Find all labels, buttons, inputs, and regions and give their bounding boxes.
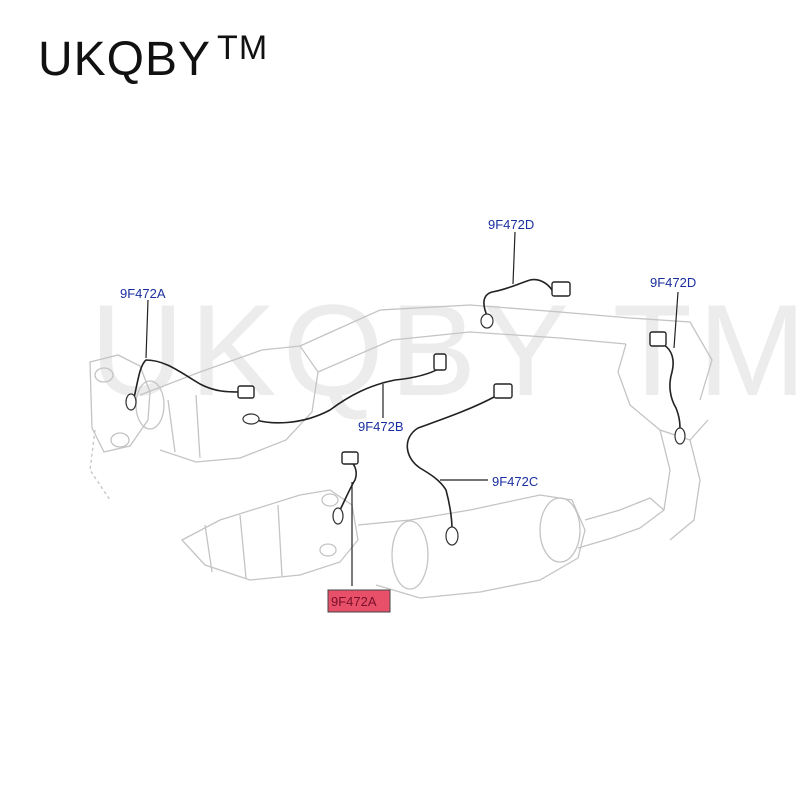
- connector-a-highlighted: [341, 451, 359, 465]
- connector-c: [493, 383, 513, 399]
- wire-sensor-b: [255, 367, 441, 424]
- watermark-text: UKQBY TM: [90, 277, 800, 423]
- connector-d-top: [551, 281, 571, 297]
- highlight-box-9f472a: [327, 589, 391, 613]
- leader-lines: [145, 231, 679, 586]
- label-9f472d-right: 9F472D: [650, 275, 696, 290]
- wire-sensor-a-left: [133, 359, 241, 399]
- sensor-wiring: [125, 278, 686, 546]
- sensor-d-right: [674, 427, 686, 445]
- wire-sensor-d-top: [483, 278, 553, 319]
- wire-sensor-c: [406, 395, 497, 531]
- brand-name: UKQBY: [38, 33, 212, 86]
- brand-tm: TM: [217, 29, 269, 67]
- label-9f472a-left: 9F472A: [120, 286, 166, 301]
- connector-d-right: [649, 331, 667, 347]
- wire-sensor-d-right: [663, 344, 681, 431]
- label-9f472c: 9F472C: [492, 474, 538, 489]
- sensor-b: [242, 413, 260, 425]
- sensor-a-left: [125, 393, 137, 411]
- label-9f472d-top: 9F472D: [488, 217, 534, 232]
- label-9f472a-highlighted: 9F472A: [331, 594, 377, 609]
- connector-b: [433, 353, 447, 371]
- label-9f472b: 9F472B: [358, 419, 404, 434]
- connector-a-left: [237, 385, 255, 399]
- sensor-c: [445, 526, 459, 546]
- sensor-d-top: [480, 313, 494, 329]
- sensor-a-highlighted: [332, 507, 344, 525]
